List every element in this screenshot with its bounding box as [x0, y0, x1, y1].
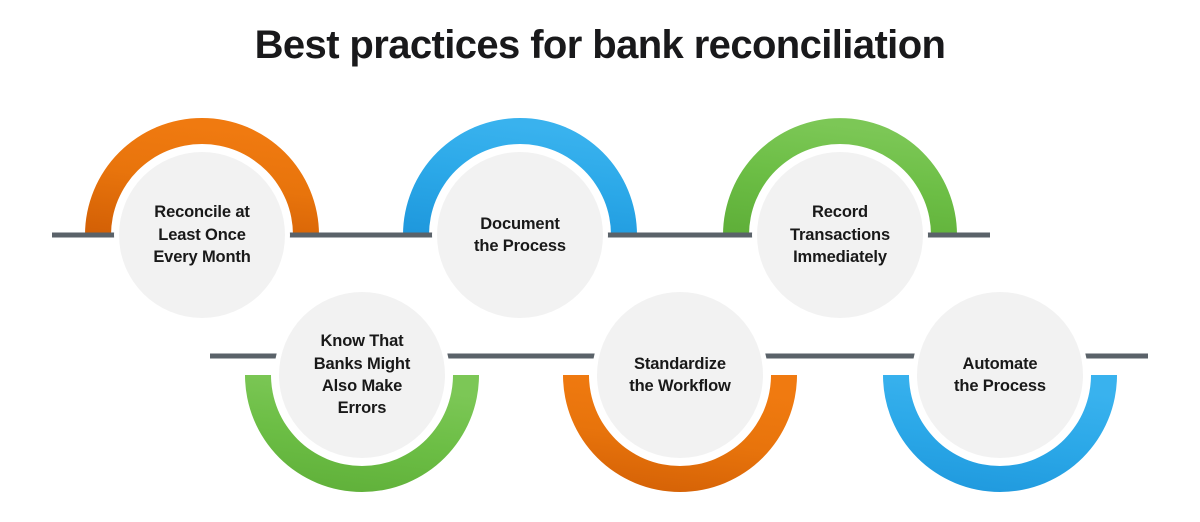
arc-record-transactions	[723, 118, 957, 235]
arc-document-process	[403, 118, 637, 235]
practice-label-automate-process: Automate the Process	[954, 354, 1046, 395]
arc-banks-make-errors	[245, 375, 479, 492]
practice-node-automate-process[interactable]: Automate the Process	[917, 292, 1083, 458]
arc-standardize-workflow	[563, 375, 797, 492]
arc-reconcile-monthly	[85, 118, 319, 235]
practice-label-banks-make-errors: Know That Banks Might Also Make Errors	[313, 332, 411, 418]
practice-node-record-transactions[interactable]: Record Transactions Immediately	[757, 152, 923, 318]
practice-node-reconcile-monthly[interactable]: Reconcile at Least Once Every Month	[119, 152, 285, 318]
practice-node-banks-make-errors[interactable]: Know That Banks Might Also Make Errors	[279, 292, 445, 458]
practice-label-document-process: Document the Process	[474, 214, 566, 255]
practice-node-document-process[interactable]: Document the Process	[437, 152, 603, 318]
practice-label-standardize-workflow: Standardize the Workflow	[629, 354, 731, 395]
practice-label-reconcile-monthly: Reconcile at Least Once Every Month	[153, 203, 251, 267]
arc-layer	[85, 118, 1117, 492]
practice-node-standardize-workflow[interactable]: Standardize the Workflow	[597, 292, 763, 458]
arc-automate-process	[883, 375, 1117, 492]
page-title: Best practices for bank reconciliation	[254, 23, 946, 67]
practice-label-record-transactions: Record Transactions Immediately	[790, 203, 890, 267]
